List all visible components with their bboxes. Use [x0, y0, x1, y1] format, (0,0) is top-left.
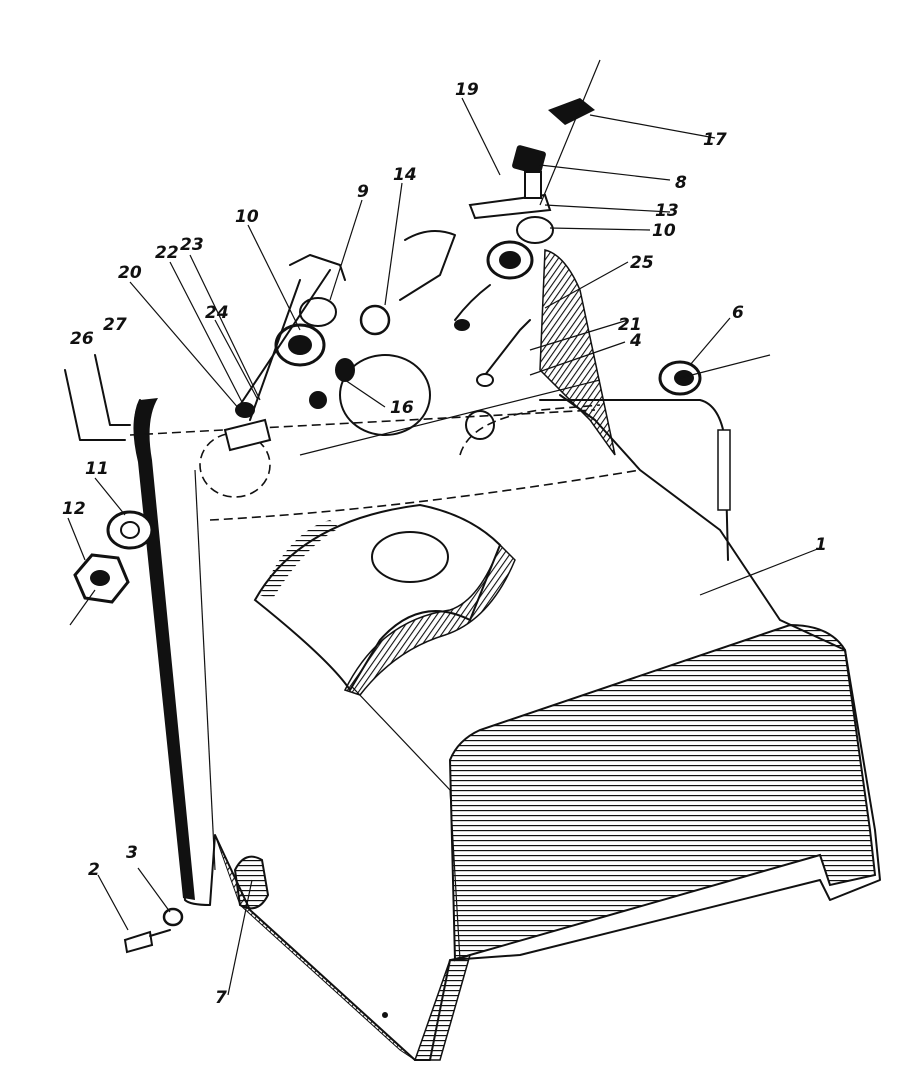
callout-16: 16 — [390, 398, 414, 418]
switch-8 — [512, 145, 546, 175]
callout-24: 24 — [205, 303, 229, 323]
cable-right — [539, 399, 729, 561]
callout-4: 4 — [629, 331, 642, 351]
ring-9 — [299, 297, 337, 327]
leader-lines — [67, 97, 821, 996]
connector-top — [289, 254, 346, 281]
callout-labels: 1 2 3 4 6 7 8 9 10 10 11 12 13 14 16 17 … — [62, 80, 827, 1008]
wiring — [399, 230, 456, 301]
callout-26: 26 — [70, 329, 94, 349]
callout-23: 23 — [180, 235, 204, 255]
rod-27 — [94, 354, 131, 426]
lamp-16 — [335, 358, 355, 382]
callout-3: 3 — [126, 843, 138, 863]
cap-17 — [548, 98, 595, 125]
callout-27: 27 — [103, 315, 127, 335]
gauge-10-right — [486, 240, 534, 280]
callout-7: 7 — [215, 988, 227, 1008]
callout-25: 25 — [630, 253, 654, 273]
callout-22: 22 — [155, 243, 179, 263]
switch-14 — [359, 304, 391, 336]
callout-11: 11 — [85, 459, 109, 479]
callout-6: 6 — [732, 303, 744, 323]
callout-10-left: 10 — [235, 207, 259, 227]
callout-19: 19 — [455, 80, 479, 100]
gauge-10-left — [274, 323, 326, 367]
hood-housing — [129, 249, 881, 1061]
bracket-13 — [468, 193, 552, 220]
washer-3 — [162, 907, 184, 927]
rod-26 — [64, 369, 126, 441]
callout-2: 2 — [88, 860, 100, 880]
callout-20: 20 — [118, 263, 142, 283]
callout-8: 8 — [675, 173, 687, 193]
screw-2 — [123, 930, 154, 954]
callout-12: 12 — [62, 499, 86, 519]
switch-8-body — [524, 171, 542, 199]
callout-21: 21 — [618, 315, 642, 335]
ring-10 — [516, 216, 554, 244]
callout-17: 17 — [703, 130, 727, 150]
callout-1: 1 — [815, 535, 827, 555]
cog-wheel — [465, 410, 495, 440]
callout-13: 13 — [655, 201, 679, 221]
callout-9: 9 — [357, 182, 369, 202]
lamp-left — [309, 391, 327, 409]
callout-10-right: 10 — [652, 221, 676, 241]
callout-14: 14 — [393, 165, 417, 185]
